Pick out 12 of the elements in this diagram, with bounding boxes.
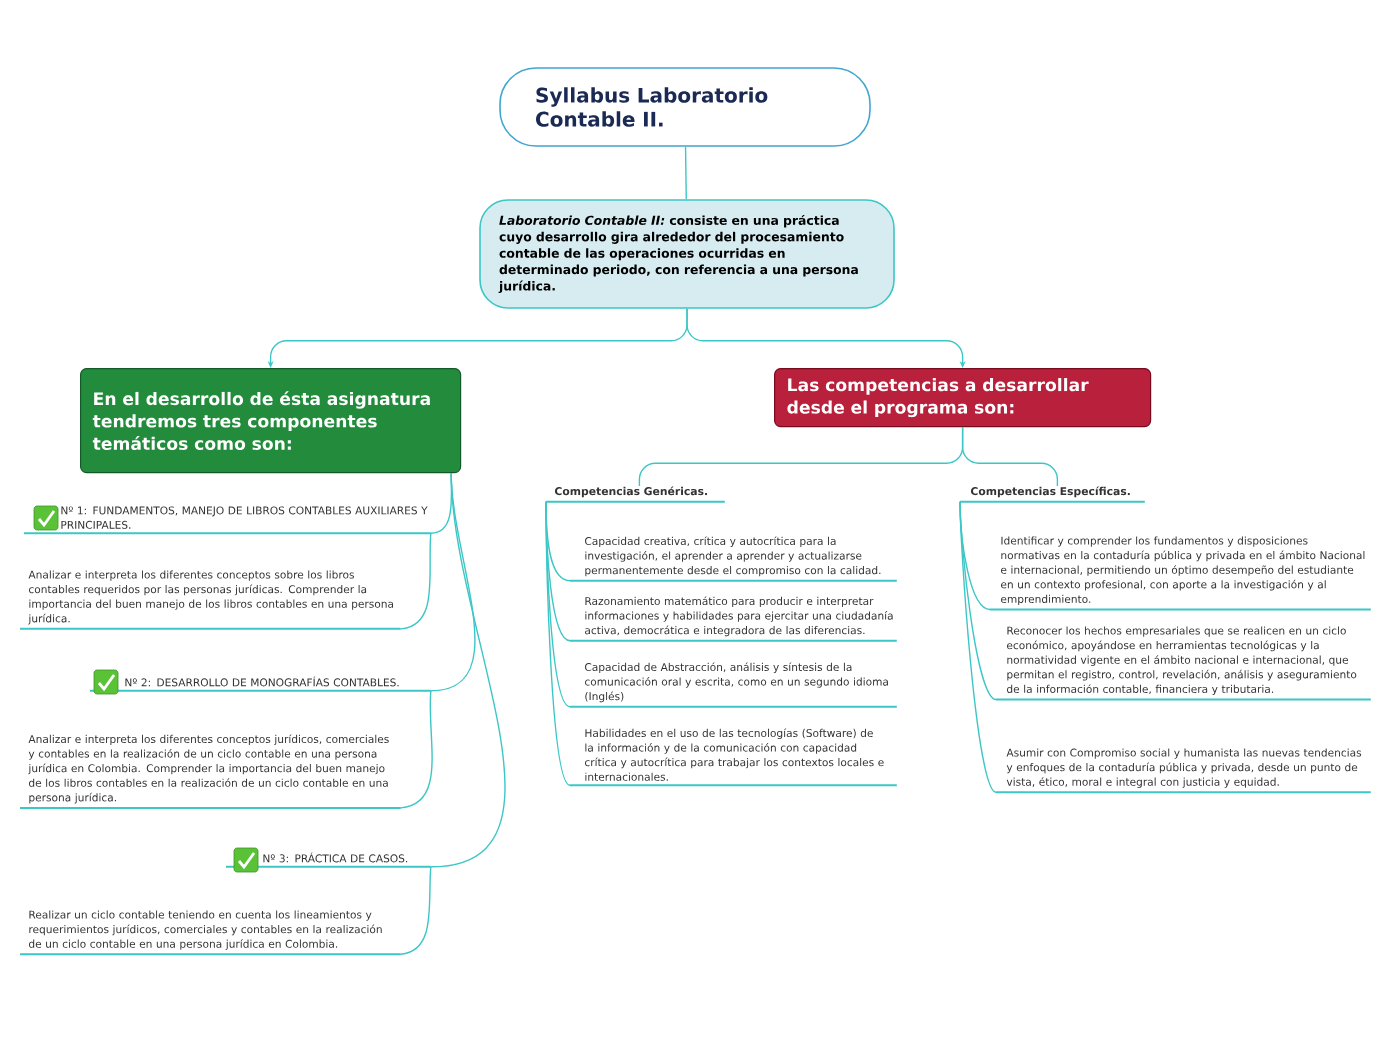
connector xyxy=(686,308,966,368)
connector xyxy=(400,866,432,955)
title-box: Syllabus Laboratorio Contable II. xyxy=(499,67,871,147)
connector xyxy=(400,532,432,630)
connector xyxy=(430,472,506,868)
topic-box: Las competencias a desarrollar desde el programa son: xyxy=(774,368,1152,428)
connector xyxy=(400,690,433,809)
connector xyxy=(684,146,687,200)
topic-box: En el desarrollo de ésta asignatura tendremos tres componentes temáticos como son: xyxy=(80,368,462,474)
connector xyxy=(545,501,571,786)
connector xyxy=(959,501,997,793)
connector xyxy=(961,426,1059,487)
